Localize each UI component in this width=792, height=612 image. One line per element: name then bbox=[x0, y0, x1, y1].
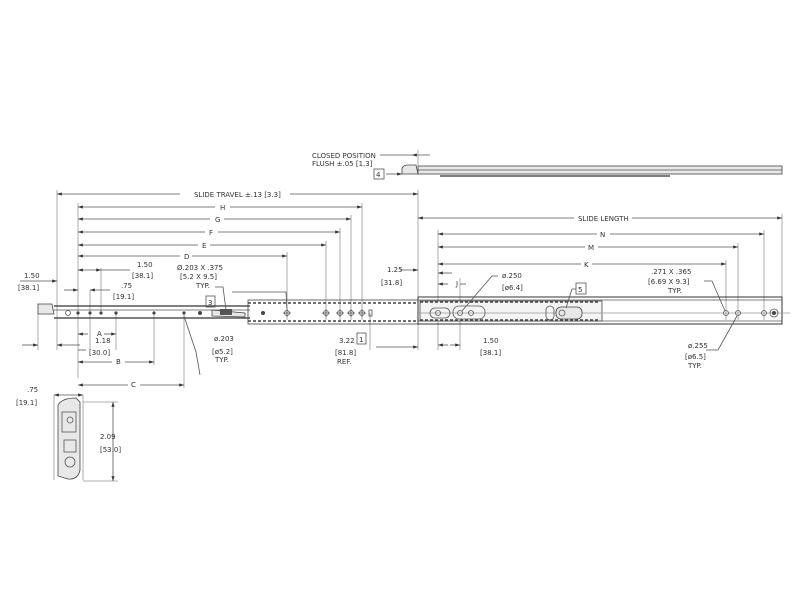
svg-text:A: A bbox=[97, 330, 102, 338]
svg-text:.75: .75 bbox=[27, 386, 38, 394]
svg-text:H: H bbox=[220, 204, 225, 212]
svg-text:[38.1]: [38.1] bbox=[18, 284, 39, 292]
svg-text:[ø6.5]: [ø6.5] bbox=[685, 353, 706, 361]
closed-position-label: CLOSED POSITION bbox=[312, 152, 376, 160]
svg-text:REF.: REF. bbox=[337, 358, 351, 366]
svg-text:[81.8]: [81.8] bbox=[335, 349, 356, 357]
svg-text:E: E bbox=[202, 242, 206, 250]
balloon-4 bbox=[373, 168, 385, 180]
dimension-labels: SLIDE TRAVEL ±.13 [3.3] H G F E D SLIDE … bbox=[18, 191, 708, 389]
svg-text:4: 4 bbox=[376, 171, 381, 179]
balloon-5 bbox=[575, 282, 587, 295]
svg-text:1.18: 1.18 bbox=[95, 337, 111, 345]
svg-text:F: F bbox=[209, 229, 213, 237]
svg-text:[31.8]: [31.8] bbox=[381, 279, 402, 287]
svg-text:[ø5.2]: [ø5.2] bbox=[212, 348, 233, 356]
svg-text:[38.1]: [38.1] bbox=[480, 349, 501, 357]
closed-view: 4 CLOSED POSITION FLUSH ±.05 [1.3] bbox=[312, 150, 783, 180]
svg-text:N: N bbox=[600, 231, 605, 239]
svg-text:1.25: 1.25 bbox=[387, 266, 403, 274]
svg-text:ø.255: ø.255 bbox=[688, 342, 708, 350]
svg-text:G: G bbox=[215, 216, 220, 224]
svg-text:SLIDE TRAVEL ±.13 [3.3]: SLIDE TRAVEL ±.13 [3.3] bbox=[194, 191, 281, 199]
svg-text:2.09: 2.09 bbox=[100, 433, 116, 441]
svg-text:B: B bbox=[116, 358, 121, 366]
intermediate-member bbox=[247, 299, 419, 325]
svg-text:1.50: 1.50 bbox=[483, 337, 499, 345]
svg-text:SLIDE LENGTH: SLIDE LENGTH bbox=[578, 215, 629, 223]
svg-text:[30.0]: [30.0] bbox=[89, 349, 110, 357]
svg-text:[19.1]: [19.1] bbox=[113, 293, 134, 301]
svg-text:5: 5 bbox=[578, 286, 582, 294]
svg-text:3.22: 3.22 bbox=[339, 337, 355, 345]
svg-text:1.50: 1.50 bbox=[137, 261, 153, 269]
svg-text:TYP.: TYP. bbox=[195, 282, 210, 290]
balloon-1 bbox=[356, 332, 367, 345]
svg-text:Ø.203 X .375: Ø.203 X .375 bbox=[177, 264, 223, 272]
svg-text:3: 3 bbox=[208, 299, 212, 307]
svg-text:.271 X .365: .271 X .365 bbox=[651, 268, 691, 276]
svg-text:J: J bbox=[455, 280, 458, 288]
end-view: .75 [19.1] 2.09 [53.0] bbox=[16, 386, 121, 482]
svg-text:ø.203: ø.203 bbox=[214, 335, 234, 343]
svg-text:.75: .75 bbox=[121, 282, 132, 290]
svg-text:[6.69 X 9.3]: [6.69 X 9.3] bbox=[648, 278, 690, 286]
svg-text:[5.2 X 9.5]: [5.2 X 9.5] bbox=[180, 273, 217, 281]
svg-text:M: M bbox=[588, 244, 594, 252]
svg-text:ø.250: ø.250 bbox=[502, 272, 522, 280]
svg-text:TYP.: TYP. bbox=[214, 356, 229, 364]
svg-text:1: 1 bbox=[359, 336, 363, 344]
svg-text:[19.1]: [19.1] bbox=[16, 399, 37, 407]
svg-text:D: D bbox=[184, 253, 189, 261]
outer-member bbox=[417, 296, 790, 325]
svg-text:C: C bbox=[131, 381, 136, 389]
svg-text:[ø6.4]: [ø6.4] bbox=[502, 284, 523, 292]
balloon-3 bbox=[205, 295, 216, 308]
svg-text:1.50: 1.50 bbox=[24, 272, 40, 280]
svg-text:TYP.: TYP. bbox=[667, 287, 682, 295]
inner-member bbox=[37, 303, 265, 319]
svg-text:[38.1]: [38.1] bbox=[132, 272, 153, 280]
svg-text:[53.0]: [53.0] bbox=[100, 446, 121, 454]
svg-text:K: K bbox=[584, 261, 589, 269]
svg-text:TYP.: TYP. bbox=[687, 362, 702, 370]
flush-label: FLUSH ±.05 [1.3] bbox=[312, 160, 373, 168]
